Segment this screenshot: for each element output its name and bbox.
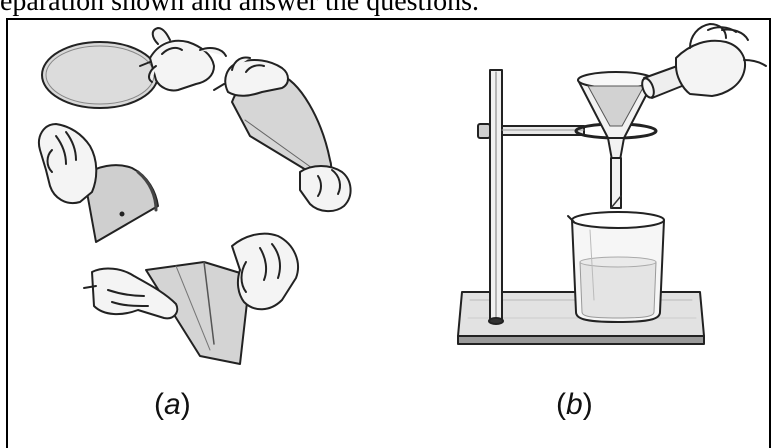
beaker (567, 211, 665, 323)
figure-frame (6, 18, 771, 448)
cone-shaped-paper (145, 261, 251, 365)
retort-stand-rod (488, 69, 504, 325)
caption-b: (b) (556, 388, 593, 421)
hands-opening-cone (83, 232, 299, 320)
hand-holding-paper-3 (38, 123, 98, 204)
filter-paper-folding-steps (38, 27, 352, 365)
hand-holding-paper-2 (213, 56, 352, 212)
caption-a: (a) (154, 388, 191, 421)
hand-holding-test-tube (675, 23, 767, 97)
hand-holding-paper-1 (139, 27, 227, 92)
question-text: eparation shown and answer the questions… (0, 0, 479, 17)
round-filter-paper (41, 41, 159, 109)
quarter-folded-paper (83, 164, 159, 243)
funnel (577, 71, 655, 209)
filtration-apparatus (457, 23, 767, 345)
